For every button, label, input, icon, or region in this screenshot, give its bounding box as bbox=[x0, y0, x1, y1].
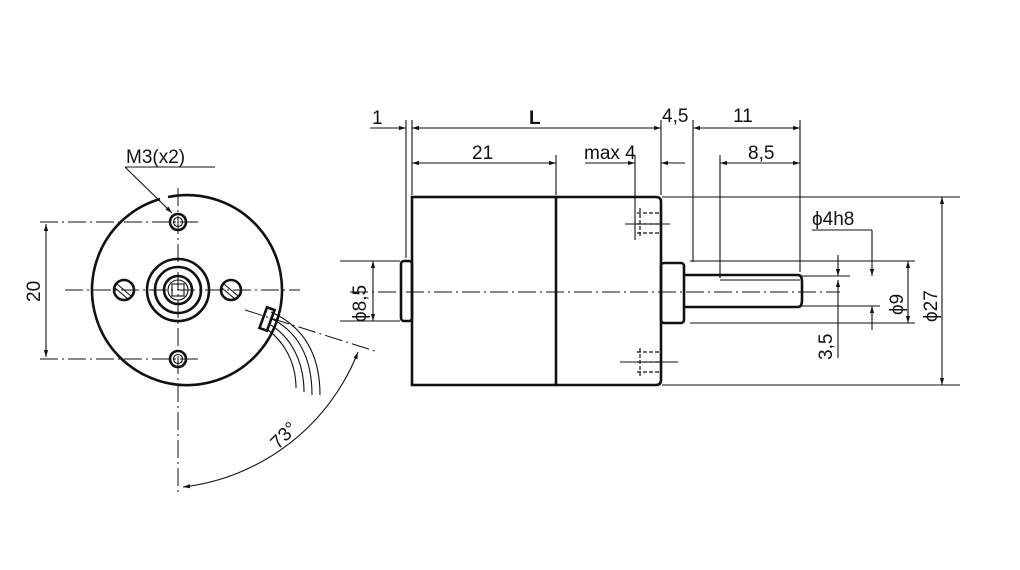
rear-offset-label: 1 bbox=[372, 108, 383, 129]
thread-depth-label: max 4 bbox=[584, 143, 636, 164]
rear-body bbox=[410, 195, 558, 387]
rear-boss bbox=[399, 259, 414, 323]
flat-depth-label: 3,5 bbox=[816, 334, 837, 360]
shaft-diameter-label: ϕ4h8 bbox=[812, 209, 854, 230]
screw-right bbox=[219, 278, 243, 302]
angle-dimension bbox=[182, 351, 359, 489]
cable-angle-center-line bbox=[244, 309, 379, 353]
rear-boss-diameter-label: ϕ8,5 bbox=[350, 285, 371, 322]
boss-diameter-label: ϕ9 bbox=[887, 294, 908, 315]
thread-label: M3(x2) bbox=[126, 147, 185, 168]
extension-lines bbox=[340, 120, 960, 386]
side-view: 1 L 4,5 11 21 max 4 8,5 ϕ4h8 ϕ9 ϕ27 ϕ8,5… bbox=[340, 106, 960, 387]
front-boss bbox=[659, 261, 686, 325]
body-diameter-label: ϕ27 bbox=[921, 290, 942, 322]
gearbox bbox=[556, 195, 663, 387]
cable bbox=[257, 305, 321, 396]
dimension-lines bbox=[370, 125, 945, 385]
screw-left bbox=[112, 278, 136, 302]
shaft-hub bbox=[145, 257, 211, 323]
length-label: L bbox=[529, 108, 541, 129]
thread-hole-bottom bbox=[620, 348, 678, 376]
output-shaft bbox=[684, 273, 804, 309]
thread-leader bbox=[124, 166, 173, 214]
angle-label: 73° bbox=[267, 418, 302, 453]
front-view: 73° 20 M3(x2) bbox=[24, 147, 379, 492]
mount-hole-top bbox=[168, 212, 188, 232]
rear-body-label: 21 bbox=[472, 143, 493, 164]
hole-spacing-label: 20 bbox=[24, 281, 45, 302]
shaft-length-label: 11 bbox=[733, 106, 753, 127]
flat-length-label: 8,5 bbox=[748, 143, 774, 164]
thread-hole-top bbox=[625, 208, 670, 236]
flange-label: 4,5 bbox=[662, 106, 688, 127]
